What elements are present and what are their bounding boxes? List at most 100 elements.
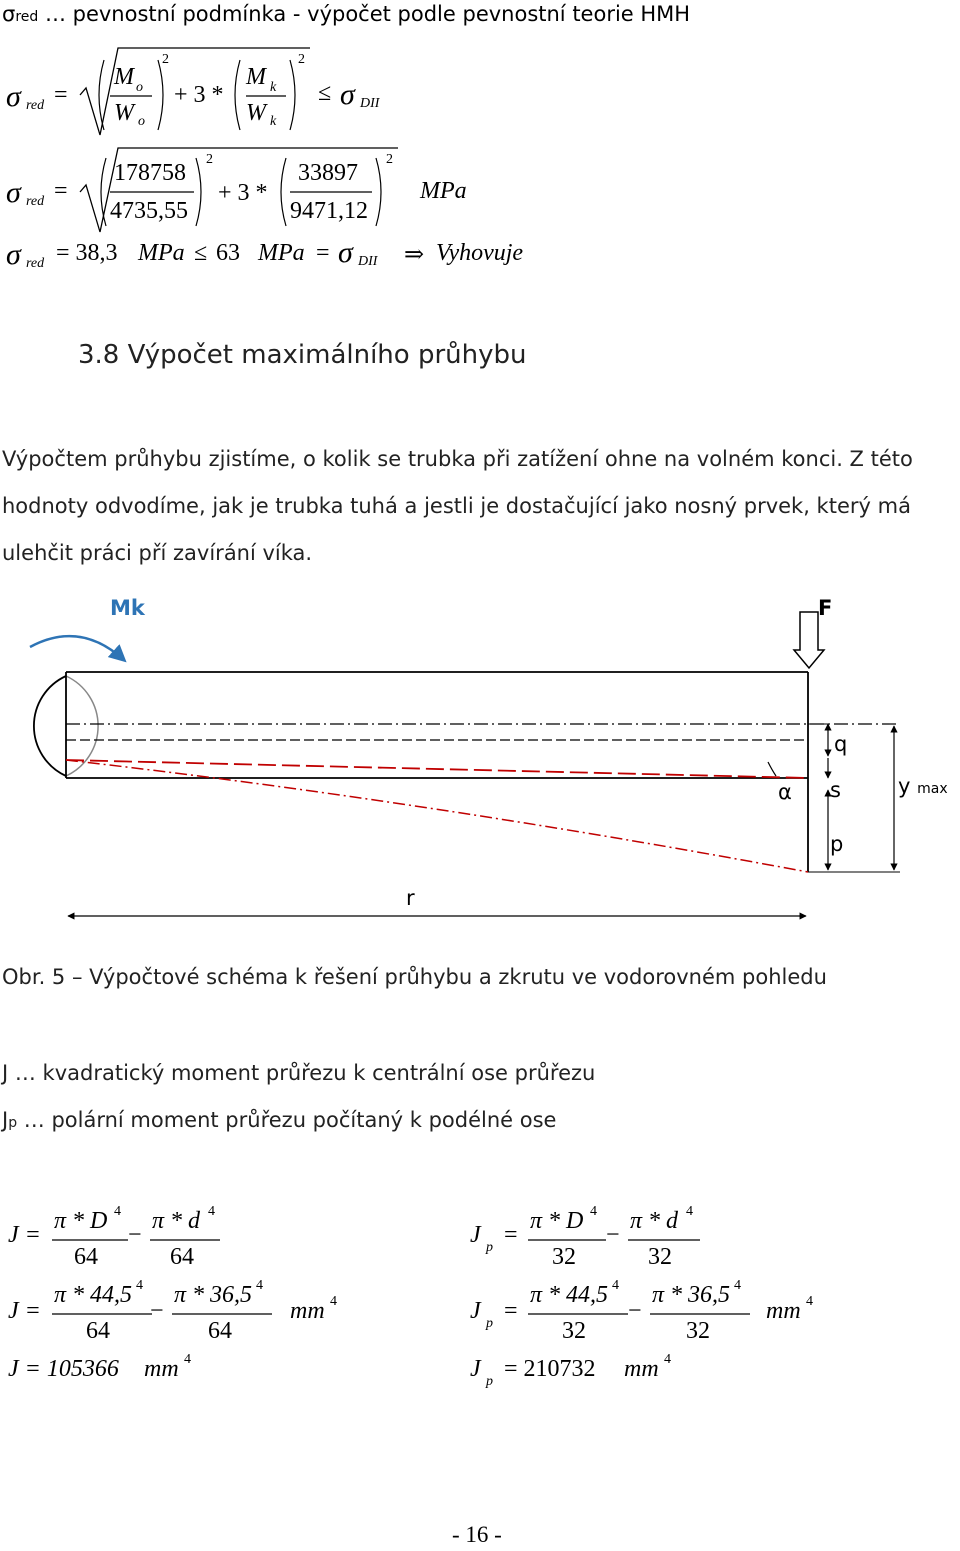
formula-j-bars: [52, 1239, 272, 1315]
eq1-leq: ≤: [318, 80, 332, 106]
jp1-exp1: 4: [590, 1204, 597, 1219]
definition-text: … pevnostní podmínka - výpočet podle pev…: [38, 2, 691, 26]
jp3-value: = 210732: [504, 1356, 596, 1382]
definition-j: J … kvadratický moment průřezu k centrál…: [2, 1061, 596, 1085]
jp2-unit: mm: [766, 1298, 801, 1324]
j2-den1: 64: [86, 1318, 110, 1344]
j2-unit-exp: 4: [330, 1294, 337, 1309]
eq1-mo-num: M: [114, 64, 134, 90]
eq2-denominator-2: 9471,12: [290, 198, 368, 224]
eq3-limit: 63: [216, 240, 240, 266]
j1-exp2: 4: [208, 1204, 215, 1219]
j1-num2: π * d: [152, 1208, 201, 1234]
eq1-wo-den: W: [114, 100, 134, 126]
eq2-sigma-sub: red: [26, 194, 45, 209]
eq2-radical-and-brackets: [79, 147, 398, 233]
eq3-implies: ⇒: [404, 242, 425, 268]
jp2-den2: 32: [686, 1318, 710, 1344]
j1-den2: 64: [170, 1244, 194, 1270]
eq3-rhs-sub: DII: [358, 254, 378, 269]
jp3-unit: mm: [624, 1356, 659, 1382]
eq2-plus-three: + 3 *: [218, 180, 268, 206]
deflection-line-alpha: [65, 759, 809, 779]
eq2-numerator-2: 33897: [298, 160, 358, 186]
jp1-num2: π * d: [630, 1208, 679, 1234]
jp3-unit-exp: 4: [664, 1352, 671, 1367]
eq1-exp-2: 2: [298, 52, 305, 67]
ymax-sub: max: [917, 781, 948, 797]
j2-unit: mm: [290, 1298, 325, 1324]
jp1-num1: π * D: [530, 1208, 584, 1234]
j3-unit: mm: [144, 1356, 179, 1382]
jp-main: J: [2, 1108, 9, 1132]
j2-den2: 64: [208, 1318, 232, 1344]
eq1-mo-sub: o: [136, 80, 143, 95]
jp2-exp1: 4: [612, 1278, 619, 1293]
paragraph-line-1: Výpočtem průhybu zjistíme, o kolik se tr…: [2, 447, 913, 471]
jp1-lhs-sub: p: [486, 1240, 493, 1255]
jp3-lhs: J: [470, 1356, 481, 1382]
eq2-numerator-1: 178758: [114, 160, 186, 186]
figure-caption: Obr. 5 – Výpočtové schéma k řešení průhy…: [2, 965, 827, 989]
formula-jp-bars: [528, 1239, 750, 1315]
jp1-minus: −: [606, 1222, 620, 1248]
page-number: - 16 -: [452, 1522, 502, 1547]
eq3-leq: ≤: [194, 240, 208, 266]
eq2-exp-1: 2: [206, 152, 213, 167]
ymax-y: y: [898, 774, 911, 798]
eq1-sigma-sub: red: [26, 98, 45, 113]
eq1-wo-sub: o: [138, 114, 145, 129]
eq1-rhs-sigma: σ: [340, 78, 355, 111]
jp2-unit-exp: 4: [806, 1294, 813, 1309]
j2-num2: π * 36,5: [174, 1282, 253, 1308]
eq3-result: Vyhovuje: [436, 240, 524, 266]
eq1-wk-den: W: [246, 100, 266, 126]
eq3-sigma: σ: [6, 238, 21, 271]
s-label: s: [830, 778, 841, 802]
jp-sub: p: [8, 1115, 18, 1131]
mk-moment-arrow: [29, 634, 127, 663]
jp2-minus: −: [628, 1298, 642, 1324]
eq1-plus-three: + 3 *: [174, 82, 224, 108]
eq1-mk-num: M: [246, 64, 266, 90]
eq1-mk-sub: k: [270, 80, 277, 95]
eq1-rhs-sub: DII: [360, 96, 380, 111]
sigma-symbol: σ: [2, 2, 16, 26]
paragraph-line-3: ulehčit práci pří zavírání víka.: [2, 541, 313, 565]
jp2-eq: =: [504, 1298, 518, 1324]
eq2-exp-2: 2: [386, 152, 393, 167]
jp1-den2: 32: [648, 1244, 672, 1270]
j1-exp1: 4: [114, 1204, 121, 1219]
p-label: p: [830, 832, 844, 856]
section-heading: 3.8 Výpočet maximálního průhybu: [78, 340, 527, 370]
deflection-diagram: Mk F q α s p y max r: [0, 590, 960, 930]
ymax-label: y max: [898, 774, 948, 798]
force-arrow: [792, 611, 826, 670]
j1-num1: π * D: [54, 1208, 108, 1234]
jp3-lhs-sub: p: [486, 1374, 493, 1389]
eq3-value: = 38,3: [56, 240, 118, 266]
eq3-equals: =: [316, 240, 330, 266]
sigma-red-definition: σred … pevnostní podmínka - výpočet podl…: [2, 2, 690, 26]
q-label: q: [834, 732, 848, 756]
alpha-label: α: [778, 780, 792, 804]
jp1-exp2: 4: [686, 1204, 693, 1219]
jp1-den1: 32: [552, 1244, 576, 1270]
eq2-sigma: σ: [6, 176, 21, 209]
eq1-radical-and-brackets: [79, 47, 310, 136]
paragraph-line-2: hodnoty odvodíme, jak je trubka tuhá a j…: [2, 494, 911, 518]
jp2-exp2: 4: [734, 1278, 741, 1293]
jp1-lhs: J: [470, 1222, 481, 1248]
sigma-subscript: red: [15, 9, 39, 25]
jp2-lhs: J: [470, 1298, 481, 1324]
j1-den1: 64: [74, 1244, 98, 1270]
definition-jp: Jp … polární moment průřezu počítaný k p…: [2, 1105, 556, 1138]
j2-exp2: 4: [256, 1278, 263, 1293]
eq3-sigma-sub: red: [26, 256, 45, 271]
mk-label: Mk: [110, 596, 145, 620]
j2-minus: −: [150, 1298, 164, 1324]
jp2-lhs-sub: p: [486, 1316, 493, 1331]
j2-exp1: 4: [136, 1278, 143, 1293]
diagram-drawing: [29, 611, 900, 920]
jp2-num1: π * 44,5: [530, 1282, 609, 1308]
